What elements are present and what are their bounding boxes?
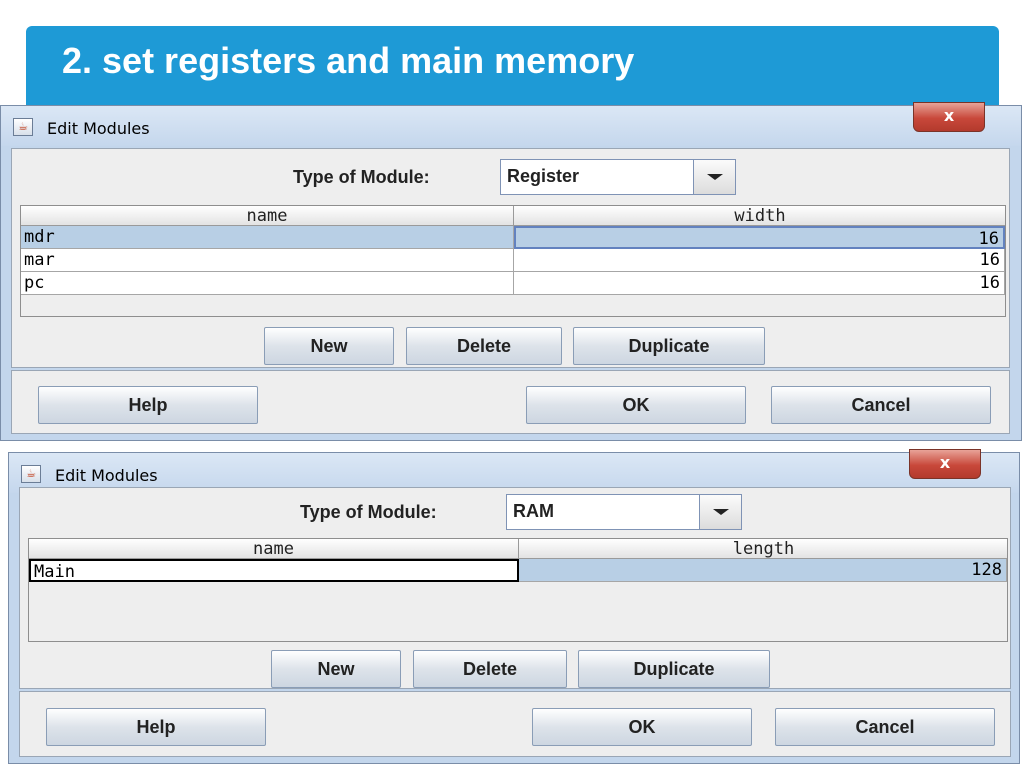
dialog-button-bar: Help OK Cancel — [11, 370, 1010, 434]
new-button[interactable]: New — [271, 650, 401, 688]
chevron-down-icon[interactable] — [699, 495, 741, 529]
column-header-name[interactable]: name — [29, 539, 519, 559]
table-cell-name[interactable]: mar — [21, 249, 514, 272]
type-of-module-select[interactable]: RAM — [506, 494, 742, 530]
table-cell-width[interactable]: 16 — [514, 226, 1005, 249]
dialog-button-bar: Help OK Cancel — [19, 691, 1011, 757]
column-header-name[interactable]: name — [21, 206, 514, 226]
ok-button[interactable]: OK — [532, 708, 752, 746]
table-cell-width[interactable]: 16 — [514, 249, 1005, 272]
table-cell-name-editor[interactable]: Main — [29, 559, 519, 582]
module-panel: Type of Module: Register name width mdr … — [11, 148, 1010, 368]
type-of-module-label: Type of Module: — [300, 502, 437, 522]
type-of-module-label: Type of Module: — [293, 167, 430, 187]
close-button[interactable]: x — [913, 102, 985, 132]
delete-button[interactable]: Delete — [406, 327, 562, 365]
edit-modules-dialog-register: ☕ Edit Modules x Type of Module: Registe… — [0, 102, 1022, 441]
title-bar: ☕ Edit Modules x — [1, 102, 1021, 146]
column-header-width[interactable]: width — [514, 206, 1005, 226]
modules-table: name length Main 128 — [28, 538, 1008, 642]
duplicate-button[interactable]: Duplicate — [573, 327, 765, 365]
cancel-button[interactable]: Cancel — [771, 386, 991, 424]
delete-button[interactable]: Delete — [413, 650, 567, 688]
type-of-module-value: Register — [507, 166, 580, 186]
modules-table: name width mdr 16 mar 16 pc 16 — [20, 205, 1006, 317]
help-button[interactable]: Help — [38, 386, 258, 424]
type-of-module-value: RAM — [513, 501, 554, 521]
table-cell-width[interactable]: 16 — [514, 272, 1005, 295]
java-app-icon: ☕ — [21, 465, 41, 483]
slide-title: 2. set registers and main memory — [62, 40, 635, 81]
cancel-button[interactable]: Cancel — [775, 708, 995, 746]
type-of-module-select[interactable]: Register — [500, 159, 736, 195]
new-button[interactable]: New — [264, 327, 394, 365]
module-panel: Type of Module: RAM name length Main 128… — [19, 487, 1011, 689]
table-cell-name[interactable]: pc — [21, 272, 514, 295]
column-header-length[interactable]: length — [519, 539, 1007, 559]
table-row[interactable]: Main 128 — [29, 559, 1007, 582]
window-title: Edit Modules — [55, 466, 158, 485]
edit-modules-dialog-ram: ☕ Edit Modules x Type of Module: RAM nam… — [8, 449, 1020, 764]
title-bar: ☕ Edit Modules x — [9, 449, 1019, 493]
java-app-icon: ☕ — [13, 118, 33, 136]
table-row[interactable]: mar 16 — [21, 249, 1005, 272]
window-title: Edit Modules — [47, 119, 150, 138]
chevron-down-icon[interactable] — [693, 160, 735, 194]
help-button[interactable]: Help — [46, 708, 266, 746]
table-cell-name[interactable]: mdr — [21, 226, 514, 249]
table-row[interactable]: pc 16 — [21, 272, 1005, 295]
duplicate-button[interactable]: Duplicate — [578, 650, 770, 688]
ok-button[interactable]: OK — [526, 386, 746, 424]
slide-title-banner: 2. set registers and main memory — [26, 26, 999, 106]
table-row[interactable]: mdr 16 — [21, 226, 1005, 249]
close-button[interactable]: x — [909, 449, 981, 479]
table-cell-length[interactable]: 128 — [519, 559, 1007, 582]
